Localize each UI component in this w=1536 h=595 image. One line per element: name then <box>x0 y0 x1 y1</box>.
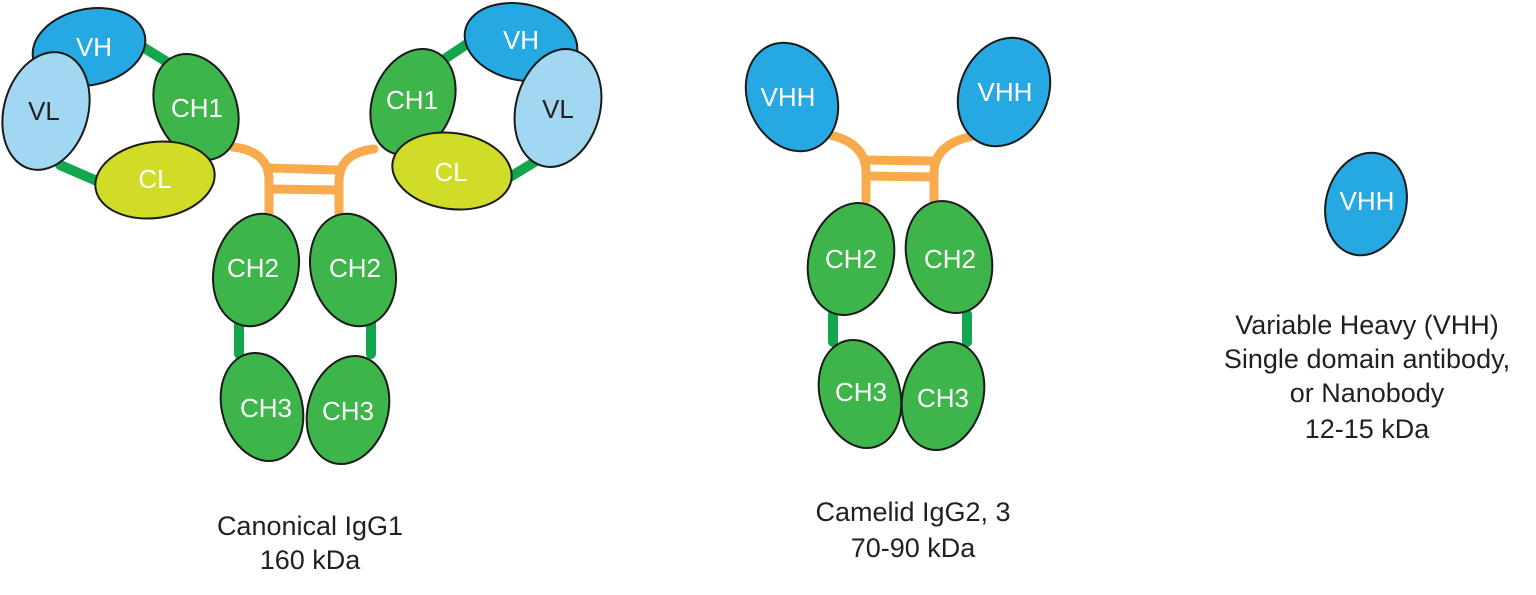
ch1-label-right: CH1 <box>386 85 438 115</box>
hinge-left-strand <box>821 129 871 205</box>
ch2-label-right: CH2 <box>924 244 976 274</box>
cl-domain-right <box>391 131 513 211</box>
ch3-domain-left <box>219 351 305 463</box>
vl-label-right: VL <box>542 94 574 124</box>
vhh-label: VHH <box>1340 186 1395 216</box>
ch2-label-left: CH2 <box>227 253 279 283</box>
ch3-label-right: CH3 <box>322 396 374 426</box>
hinge-disulfide-bond-bottom <box>264 184 344 195</box>
hinge-disulfide-bond-top <box>264 163 344 175</box>
nanobody-caption-line1: Variable Heavy (VHH) <box>1235 310 1499 340</box>
cl-label-left: CL <box>138 164 171 194</box>
canonical-igg1-group: VH VL CH1 CL VH VL CH1 CL CH2 CH2 CH3 CH… <box>1 1 603 575</box>
ch3-domain-left <box>817 338 903 450</box>
ch3-domain-right <box>900 340 986 452</box>
nanobody-group: VHH Variable Heavy (VHH) Single domain a… <box>1224 151 1510 444</box>
ch2-domain-left <box>211 212 301 328</box>
hinge-disulfide-bond-bottom <box>861 171 939 182</box>
ch2-label-right: CH2 <box>329 253 381 283</box>
nanobody-caption-line4: 12-15 kDa <box>1305 414 1431 444</box>
ch3-label-left: CH3 <box>835 377 887 407</box>
vhh-domain-right <box>956 36 1052 148</box>
ch2-label-left: CH2 <box>825 244 877 274</box>
canonical-caption-mass: 160 kDa <box>260 545 362 575</box>
vl-domain-right <box>513 48 603 168</box>
vl-domain-left <box>1 51 91 171</box>
canonical-caption-name: Canonical IgG1 <box>217 511 403 541</box>
vhh-domain-left <box>744 41 840 153</box>
hinge-right-strand <box>334 144 379 218</box>
vh-label-left: VH <box>76 32 112 62</box>
camelid-caption-name: Camelid IgG2, 3 <box>815 497 1010 527</box>
vhh-label-left: VHH <box>761 82 816 112</box>
ch2-domain-right <box>904 199 994 315</box>
vl-label-left: VL <box>28 96 60 126</box>
ch3-label-left: CH3 <box>240 393 292 423</box>
camelid-caption-mass: 70-90 kDa <box>851 533 977 563</box>
ch1-domain-right <box>369 48 457 156</box>
nanobody-caption-line2: Single domain antibody, <box>1224 344 1510 374</box>
vhh-domain <box>1324 151 1408 257</box>
vh-label-right: VH <box>503 25 539 55</box>
nanobody-caption-line3: or Nanobody <box>1290 378 1445 408</box>
ch3-label-right: CH3 <box>917 383 969 413</box>
ch1-domain-left <box>152 53 240 161</box>
hinge-right-strand <box>929 131 978 205</box>
camelid-igg-group: VHH VHH CH2 CH2 CH3 CH3 Camelid IgG2, 3 … <box>744 36 1052 563</box>
vl-cl-linker-left <box>55 160 102 186</box>
cl-label-right: CL <box>434 157 467 187</box>
hinge-disulfide-bond-top <box>861 155 939 166</box>
ch3-domain-right <box>305 354 391 466</box>
hinge-left-strand <box>228 142 274 218</box>
cl-domain-left <box>94 140 216 220</box>
ch1-label-left: CH1 <box>171 93 223 123</box>
ch2-domain-left <box>806 201 896 317</box>
ch2-domain-right <box>308 212 398 328</box>
vhh-label-right: VHH <box>978 77 1033 107</box>
